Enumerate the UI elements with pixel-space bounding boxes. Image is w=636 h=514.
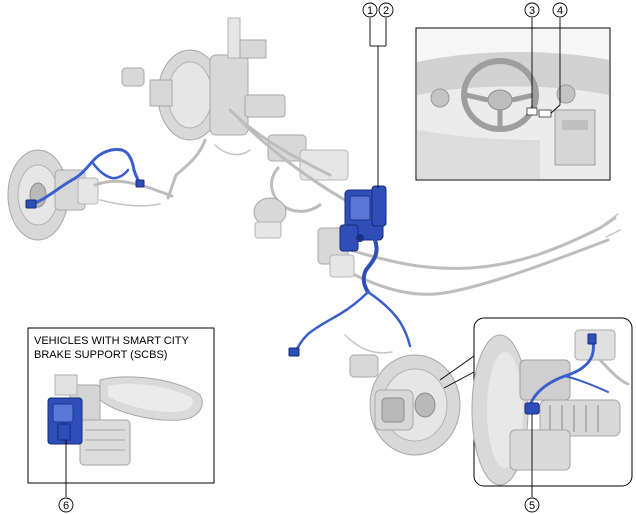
module-connector (538, 109, 552, 118)
left-harness-connector (25, 199, 37, 209)
brake-booster-assembly (121, 17, 355, 278)
abs-hydraulic-unit-control-module (339, 185, 387, 252)
scbs-inset-caption-line1: VEHICLES WITH SMART CITY (34, 335, 190, 347)
callout-1-label: 1 (367, 5, 373, 17)
brake-pipe-long-2 (353, 238, 610, 296)
callout-1: 1 (362, 2, 378, 18)
scbs-inset-art (47, 374, 203, 466)
wheel-speed-sensor (524, 402, 540, 415)
brake-pipe-long (348, 216, 617, 270)
dashboard-inset-art (417, 29, 609, 179)
wheel-speed-sensor-harness-left (28, 148, 142, 207)
callout-6: 6 (58, 497, 74, 513)
callout-3: 3 (524, 2, 540, 18)
front-harness-connector (288, 347, 300, 357)
closeup-pointer (439, 355, 475, 389)
callout-4: 4 (552, 2, 568, 18)
callout-5: 5 (524, 497, 540, 513)
front-wheel-assembly (344, 334, 461, 456)
callout-4-label: 4 (557, 5, 563, 17)
callout-2: 2 (378, 2, 394, 18)
main-abs-harness (361, 238, 379, 294)
callout-5-label: 5 (529, 500, 535, 512)
callout-3-label: 3 (529, 5, 535, 17)
sensor-closeup-art (471, 329, 630, 486)
scbs-inset-caption-line2: BRAKE SUPPORT (SCBS) (34, 349, 167, 361)
callout-leaders (65, 18, 561, 497)
dlc-connector (526, 107, 538, 116)
wheel-speed-sensor-harness-closeup (528, 336, 595, 407)
callout-6-label: 6 (63, 500, 69, 512)
callout-2-label: 2 (383, 5, 389, 17)
